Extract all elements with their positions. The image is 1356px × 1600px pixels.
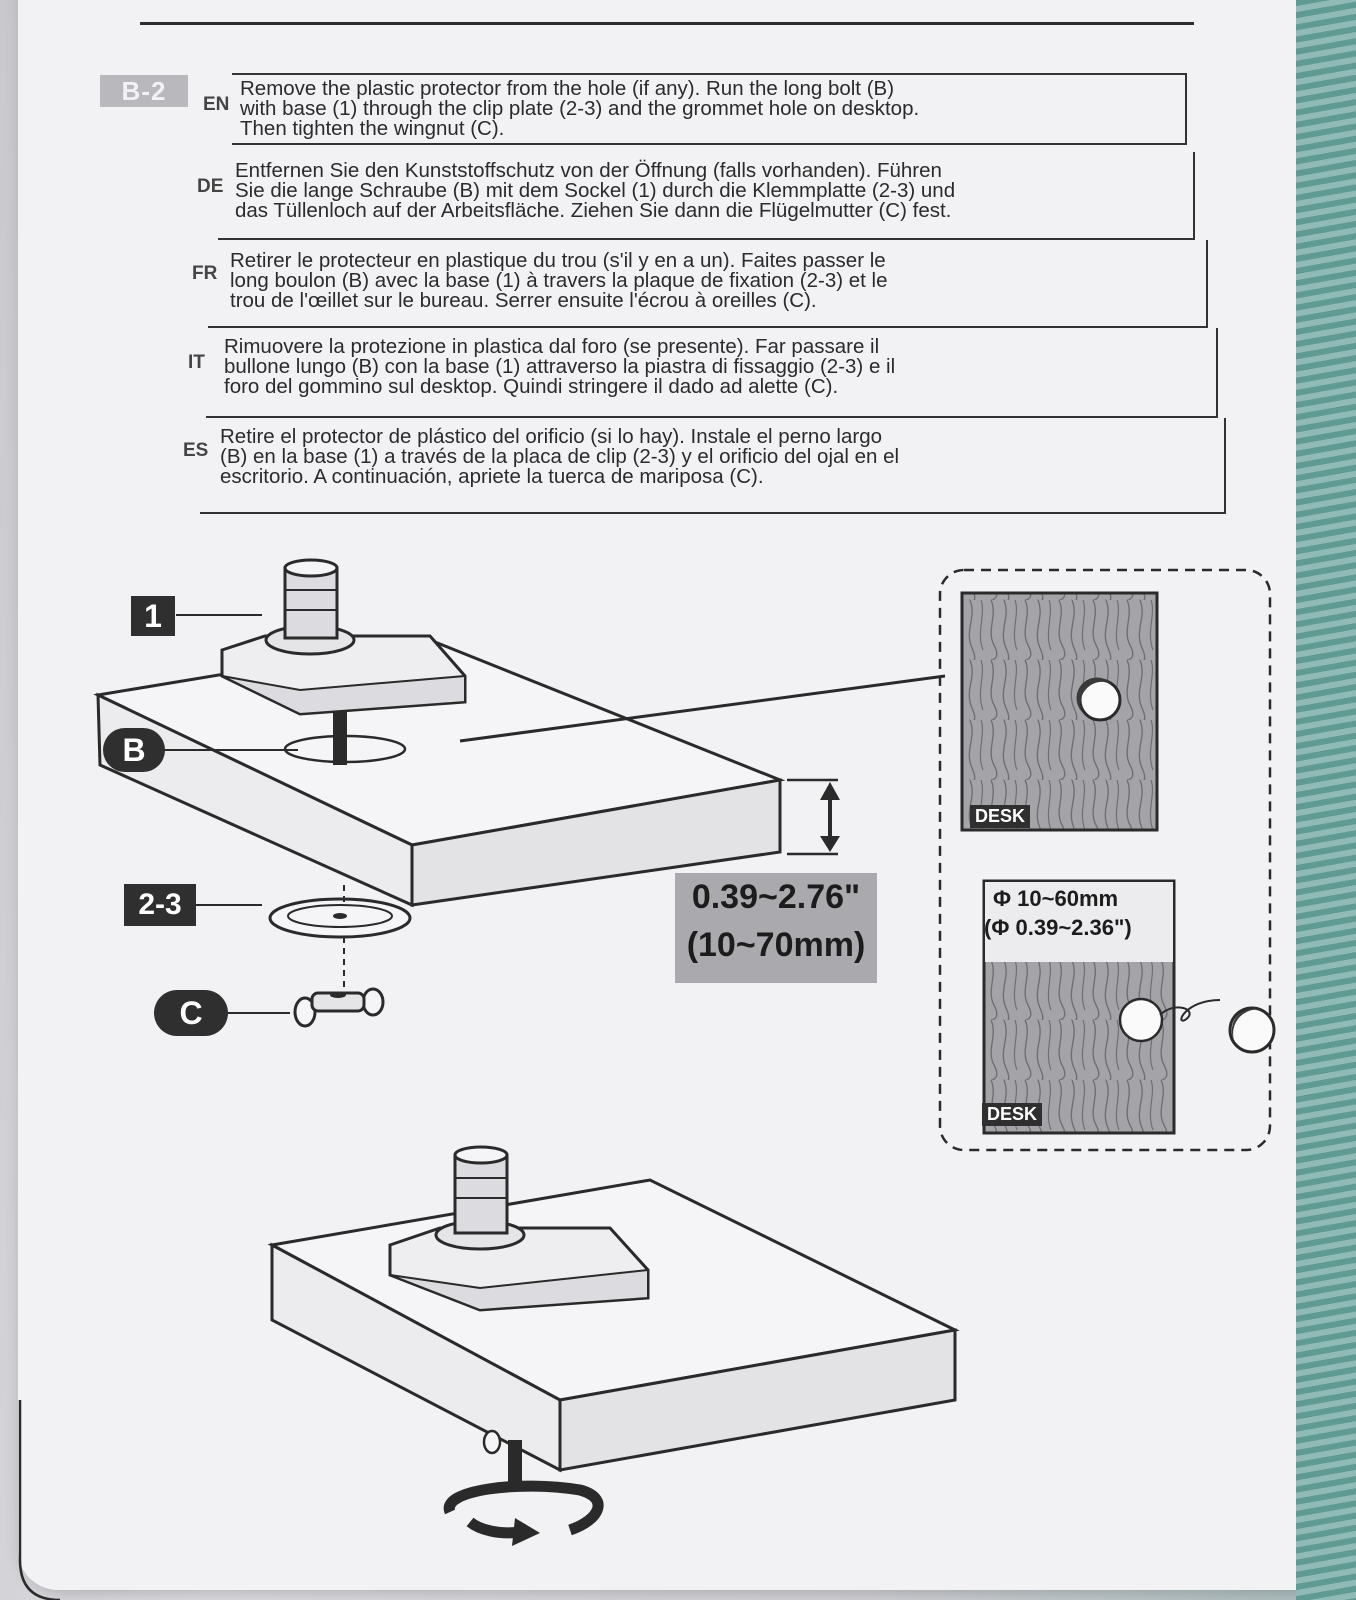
part-label-c: C: [154, 990, 228, 1036]
instruction-border: [1216, 328, 1218, 416]
instruction-divider: [200, 512, 1226, 514]
lang-code-fr: FR: [192, 263, 218, 284]
detail-callout: [938, 568, 1272, 1152]
instruction-line: foro del gommino sul desktop. Quindi str…: [224, 375, 839, 398]
instruction-divider: [208, 326, 1208, 328]
rotate-arrow-icon: [443, 1480, 604, 1546]
background-fabric: [1296, 0, 1356, 1600]
lang-code-es: ES: [183, 440, 209, 461]
clip-plate-illustration: [268, 885, 412, 990]
desk-tag-1: DESK: [970, 805, 1031, 828]
instruction-border: [1206, 240, 1208, 328]
instruction-line: long boulon (B) avec la base (1) à trave…: [230, 269, 888, 292]
lang-code-en: EN: [203, 94, 230, 115]
part-label-1: 1: [131, 596, 175, 636]
instruction-line: Entfernen Sie den Kunststoffschutz von d…: [235, 159, 942, 182]
desk-top-illustration: [93, 638, 946, 908]
desk-detail-hole: [960, 591, 1159, 832]
instruction-line: Remove the plastic protector from the ho…: [240, 77, 895, 100]
instruction-line: Then tighten the wingnut (C).: [240, 117, 505, 140]
instruction-line: Sie die lange Schraube (B) mit dem Socke…: [235, 179, 956, 202]
hole-diameter-inch: (Φ 0.39~2.36"): [984, 915, 1132, 940]
instruction-border: [1193, 152, 1195, 238]
instruction-border: [1224, 418, 1226, 512]
instruction-divider: [206, 416, 1218, 418]
instruction-line: bullone lungo (B) con la base (1) attrav…: [224, 355, 896, 378]
instruction-border: [1185, 75, 1187, 143]
base-plate-illustration: [220, 558, 467, 716]
instruction-top-border: [232, 73, 1187, 75]
header-rule: [140, 22, 1194, 25]
desk-detail-diameter: [982, 879, 1276, 1135]
step-badge: B-2: [100, 75, 188, 107]
thickness-inch: 0.39~2.76": [691, 878, 861, 916]
thickness-range: 0.39~2.76" (10~70mm): [675, 873, 877, 983]
assembled-illustration: [267, 1145, 960, 1485]
instruction-line: (B) en la base (1) a través de la placa …: [220, 445, 900, 468]
instruction-divider: [218, 238, 1195, 240]
instruction-line: with base (1) through the clip plate (2-…: [240, 97, 920, 120]
instruction-line: Retire el protector de plástico del orif…: [220, 425, 883, 448]
instruction-divider: [232, 143, 1187, 145]
part-label-2-3: 2-3: [124, 884, 196, 926]
instruction-line: Retirer le protecteur en plastique du tr…: [230, 249, 886, 272]
hole-diameter-mm: Φ 10~60mm: [993, 886, 1119, 911]
wingnut-illustration: [293, 987, 385, 1028]
thickness-arrow: [787, 778, 840, 856]
instruction-line: das Tüllenloch auf der Arbeitsfläche. Zi…: [235, 199, 952, 222]
lang-code-it: IT: [188, 352, 205, 373]
desk-tag-2: DESK: [982, 1103, 1043, 1126]
thickness-mm: (10~70mm): [686, 926, 866, 964]
instruction-line: Rimuovere la protezione in plastica dal …: [224, 335, 880, 358]
instruction-line: trou de l'œillet sur le bureau. Serrer e…: [230, 289, 817, 312]
instruction-line: escritorio. A continuación, apriete la t…: [220, 465, 764, 488]
part-label-b: B: [103, 728, 165, 772]
lang-code-de: DE: [197, 176, 224, 197]
